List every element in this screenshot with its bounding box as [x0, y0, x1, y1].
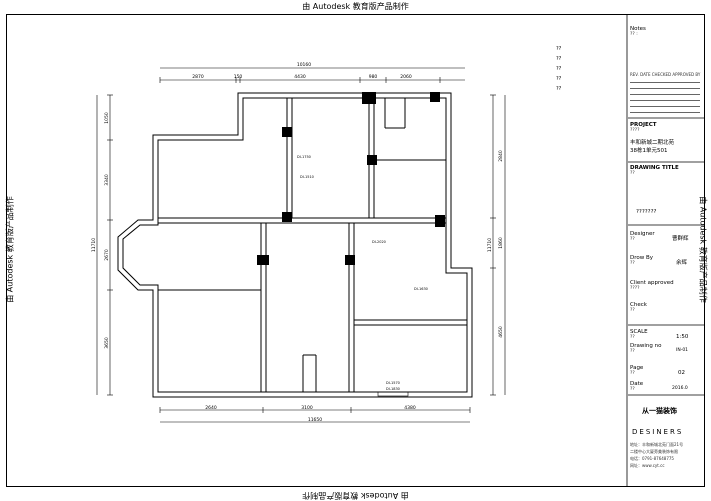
designers-label: DESINERS [632, 428, 684, 436]
room-label-6: DI-1830 [386, 387, 400, 391]
drawing-no-value: IN-01 [676, 348, 689, 353]
company-address2: 二楼中心大厦旁美装饰有限 [630, 449, 678, 454]
title-block-lines [626, 14, 704, 487]
scale-value: 1:50 [676, 334, 689, 340]
dimension-ticks [107, 77, 496, 413]
right-total-dim: 11710 [487, 238, 493, 252]
room-label-5: DI-1570 [386, 381, 400, 385]
left-dim-1: 1050 [104, 112, 110, 124]
right-dim-1: 2840 [498, 150, 504, 162]
right-dim-2: 1860 [498, 237, 504, 249]
scale-label: SCALE [630, 329, 648, 335]
top-dim-1: 2870 [192, 74, 204, 80]
room-label-1: DI-1750 [297, 155, 311, 159]
date-value: 2016.0 [672, 386, 688, 391]
top-dim-5: 2060 [400, 74, 412, 80]
drawing-no-sub: ?? [630, 349, 635, 354]
top-total-dim: 10160 [297, 62, 311, 68]
notes-label: Notes [630, 26, 646, 32]
left-dim-4: 3650 [104, 337, 110, 349]
left-dim-3: 2670 [104, 249, 110, 261]
legend-item-1: ?? [556, 46, 562, 52]
draw-by-value: 余辉 [676, 260, 688, 266]
legend-item-2: ?? [556, 56, 562, 62]
project-label: PROJECT [630, 122, 657, 128]
client-label: Client approved [630, 280, 674, 286]
page-value: 02 [678, 370, 685, 376]
company-name: 从一猫装饰 [642, 407, 677, 415]
drawing-title-label: DRAWING TITLE [630, 165, 679, 171]
project-line1: 丰和新城二期北苑 [630, 140, 675, 146]
date-sub: ?? [630, 387, 635, 392]
dimension-lines [96, 67, 506, 423]
legend-item-4: ?? [556, 76, 562, 82]
drawing-no-label: Drawing no [630, 343, 662, 349]
project-sub: ???? [630, 128, 640, 133]
revision-header: REV. DATE CHECKED APPROVED BY [630, 72, 701, 77]
legend-item-3: ?? [556, 66, 562, 72]
watermark-top: 由 Autodesk 教育版产品制作 [302, 2, 409, 11]
check-sub: ?? [630, 308, 635, 313]
structural-columns [257, 92, 445, 265]
bottom-total-dim: 11650 [308, 417, 322, 423]
top-dim-4: 980 [369, 74, 378, 80]
company-phone: 电话：0791-87648775 [630, 456, 674, 461]
company-web: 网址：www.cyt.cc [630, 463, 665, 468]
check-label: Check [630, 302, 647, 308]
entrance-door [377, 391, 409, 397]
bottom-dim-1: 2640 [205, 405, 217, 411]
legend-item-5: ?? [556, 86, 562, 92]
left-total-dim: 11710 [91, 238, 97, 252]
bottom-dim-2: 3100 [301, 405, 313, 411]
room-label-4: DI-1630 [414, 287, 428, 291]
designer-value: 曹群辉 [672, 236, 689, 242]
outer-walls [117, 92, 473, 398]
company-address: 地址：丰和新城北苑门面21号 [630, 442, 684, 447]
interior-walls [158, 98, 467, 392]
draw-by-label: Drow By [630, 255, 654, 261]
right-dim-3: 4650 [498, 326, 504, 338]
notes-sub: ?? : [630, 32, 638, 37]
designer-label: Designer [630, 231, 655, 237]
top-dim-3: 4430 [294, 74, 306, 80]
date-label: Date [630, 381, 644, 387]
client-sub: ???? [630, 286, 640, 291]
draw-by-sub: ?? [630, 261, 635, 266]
scale-sub: ?? [630, 335, 635, 340]
page-sub: ?? [630, 371, 635, 376]
designer-sub: ?? [630, 237, 635, 242]
bottom-dim-3: 4380 [404, 405, 416, 411]
top-dim-2: 150 [234, 74, 243, 80]
project-line2: 38栋1单元501 [630, 148, 668, 154]
left-dim-2: 3340 [104, 174, 110, 186]
page-label: Page [630, 365, 644, 371]
drawing-frame [6, 14, 705, 487]
drawing-title-sub: ?? [630, 171, 635, 176]
room-label-3: DI-2020 [372, 240, 386, 244]
drawing-title-value: ??????? [636, 209, 657, 215]
room-label-2: DI-1510 [300, 175, 314, 179]
